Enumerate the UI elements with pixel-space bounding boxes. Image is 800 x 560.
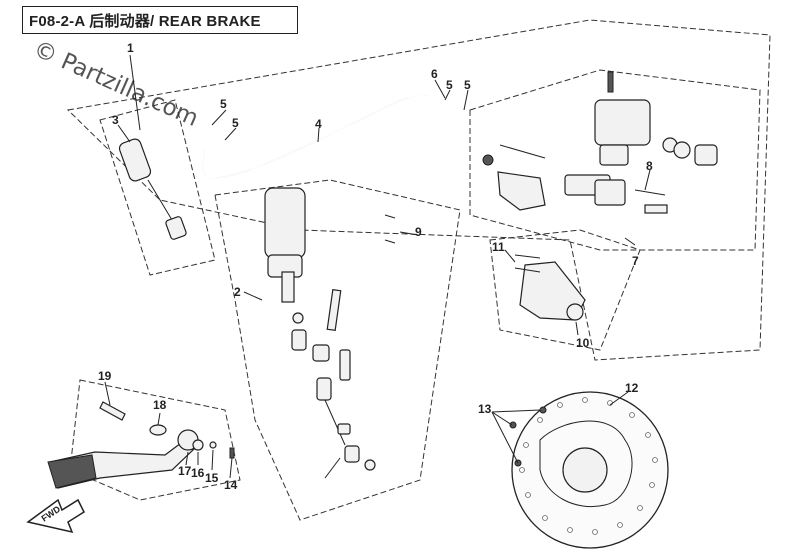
callout-4: 4 <box>315 117 322 131</box>
caliper-boundary <box>469 69 761 251</box>
caliper-bracket-small <box>482 144 668 214</box>
callout-9: 9 <box>415 225 422 239</box>
callout-10: 10 <box>576 336 590 350</box>
callout-8: 8 <box>646 159 653 173</box>
brake-pads <box>564 174 626 206</box>
callout-19: 19 <box>98 369 112 383</box>
master-cylinder <box>264 187 376 479</box>
callout-14: 14 <box>224 478 238 492</box>
brake-hose <box>202 94 431 179</box>
callout-16: 16 <box>191 466 205 480</box>
callout-2: 2 <box>234 285 241 299</box>
callout-1: 1 <box>127 41 134 55</box>
callout-7: 7 <box>632 254 639 268</box>
reservoir-tank <box>118 138 187 240</box>
callout-5b: 5 <box>232 116 239 130</box>
callout-13: 13 <box>478 402 492 416</box>
callout-6: 6 <box>431 67 438 81</box>
diagram-title: F08-2-A 后制动器/ REAR BRAKE <box>22 6 298 34</box>
caliper-mount-bracket <box>514 254 586 321</box>
pedal-boundary <box>69 379 241 501</box>
bracket-boundary <box>489 229 641 351</box>
callout-15: 15 <box>205 471 219 485</box>
brake-caliper <box>594 71 718 166</box>
pushrod-parts <box>326 214 396 381</box>
callout-5d: 5 <box>464 78 471 92</box>
fwd-arrow <box>26 498 85 534</box>
callout-5c: 5 <box>446 78 453 92</box>
callout-18: 18 <box>153 398 167 412</box>
brake-pedal <box>47 401 235 489</box>
callout-3: 3 <box>112 113 119 127</box>
outer-group-boundary <box>66 19 771 361</box>
master-cylinder-boundary <box>214 179 461 521</box>
brake-disc <box>509 391 669 549</box>
callout-11: 11 <box>492 240 505 254</box>
callout-17: 17 <box>178 464 192 478</box>
callout-12: 12 <box>625 381 639 395</box>
leader-lines <box>104 54 651 479</box>
callout-5a: 5 <box>220 97 227 111</box>
reservoir-boundary <box>99 99 216 276</box>
